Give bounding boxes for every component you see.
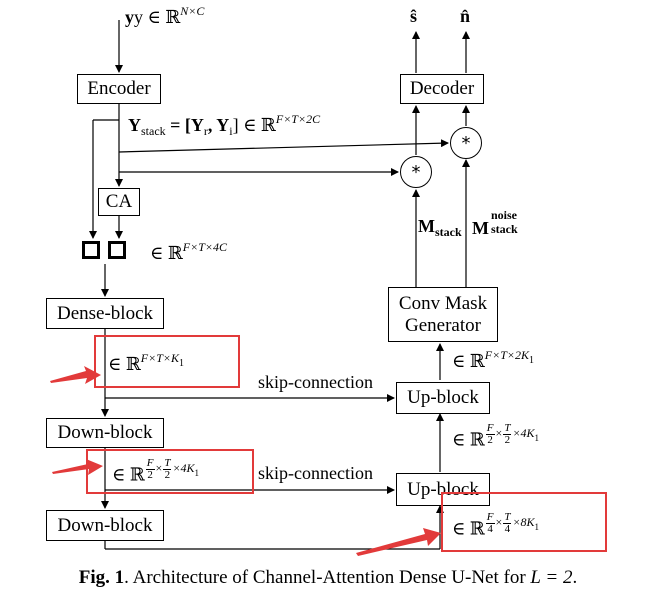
highlight-dense-out <box>94 335 240 388</box>
mask-noise-label: M noise stack <box>472 208 518 238</box>
decoder-block: Decoder <box>400 74 484 104</box>
conv-mask-generator: Conv Mask Generator <box>388 287 498 342</box>
red-arrow-2 <box>52 459 103 475</box>
up-block-1: Up-block <box>396 382 490 414</box>
output-s-hat: ŝ <box>410 6 418 26</box>
ystack-to-mult2 <box>118 139 449 153</box>
figure-caption: Fig. 1. Architecture of Channel-Attentio… <box>78 567 578 588</box>
conv-mask-line1: Conv Mask <box>398 292 488 314</box>
ystack-label: Ystack = [Yr, Yi] ∈ ℝF×T×2C <box>128 112 321 138</box>
ca-output-dim: ∈ ℝF×T×4C <box>150 240 227 263</box>
down-block-2: Down-block <box>46 510 164 541</box>
encoder-block: Encoder <box>77 74 161 104</box>
multiply-node-1: * <box>400 156 432 188</box>
conv-mask-line2: Generator <box>405 314 481 336</box>
highlight-down1-out <box>86 449 254 494</box>
ca-block: CA <box>98 188 140 216</box>
skip-connection-label-2: skip-connection <box>258 463 373 483</box>
dense-output-dim: ∈ ℝF×T×K1 <box>108 351 184 374</box>
red-arrow-1 <box>50 366 101 384</box>
conv-input-dim: ∈ ℝF×T×2K1 <box>452 348 534 371</box>
input-label: yy ∈ ℝN×C <box>125 4 205 27</box>
highlight-down2-out <box>441 492 607 552</box>
skip-connection-label-1: skip-connection <box>258 372 373 392</box>
mask-stack-label: Mstack <box>418 216 462 239</box>
red-arrow-3 <box>356 528 441 556</box>
down-block-1: Down-block <box>46 418 164 448</box>
feature-map-2 <box>108 241 126 259</box>
dense-block: Dense-block <box>46 298 164 329</box>
output-n-hat: n̂ <box>460 6 471 26</box>
up-block-2: Up-block <box>396 473 490 506</box>
feature-map-1 <box>82 241 100 259</box>
multiply-node-2: * <box>450 127 482 159</box>
